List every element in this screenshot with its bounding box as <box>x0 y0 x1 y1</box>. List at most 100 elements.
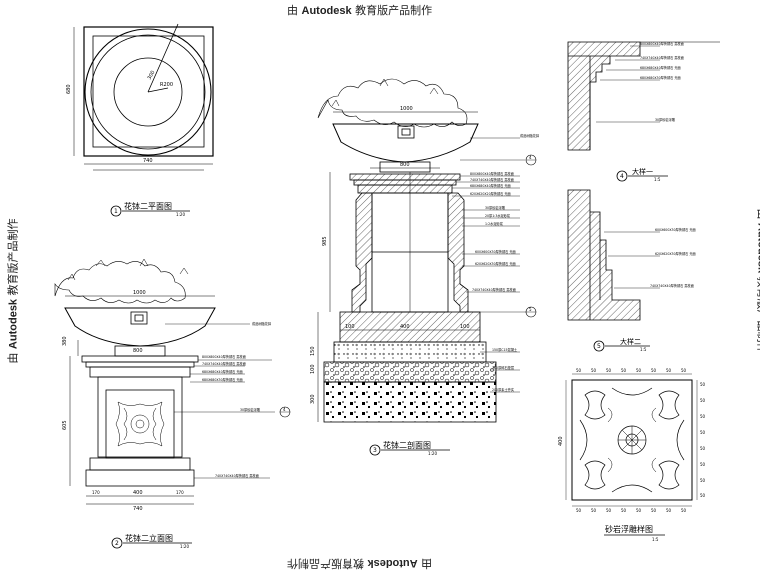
carving-title: 砂岩浮雕样图 1:5 <box>604 524 665 542</box>
plan-title: 1 花钵二平面图 1:20 <box>110 201 190 217</box>
svg-text:5: 5 <box>529 307 532 312</box>
svg-text:50: 50 <box>700 446 706 451</box>
detail2-leaders <box>604 231 660 289</box>
svg-text:50: 50 <box>606 368 612 373</box>
elevation-carving <box>115 401 165 447</box>
sec-note-1: 800X800X40厚黄锈石 荔枝面 <box>470 171 514 176</box>
section-view <box>317 78 497 423</box>
d2-note-1: 620X620X30厚黄锈石 光面 <box>655 251 696 256</box>
svg-text:砂岩浮雕样图: 砂岩浮雕样图 <box>605 524 653 534</box>
svg-text:1: 1 <box>114 208 118 215</box>
sec-note-13: 200厚素土夯实 <box>492 387 514 392</box>
svg-text:4: 4 <box>529 155 532 160</box>
plan-dim-radius: R200 <box>160 82 173 88</box>
svg-text:50: 50 <box>591 508 597 513</box>
detail2-view <box>567 189 641 321</box>
detail1-view <box>567 41 720 151</box>
svg-text:2: 2 <box>115 540 119 547</box>
sec-note-11: 150厚C15混凝土 <box>492 347 518 352</box>
svg-text:50: 50 <box>621 508 627 513</box>
elev-note-4: 680X680X30厚黄锈石 光面 <box>202 377 243 382</box>
sec-note-0: 成品树脂花钵 <box>520 133 540 138</box>
svg-text:3: 3 <box>373 447 377 454</box>
d1-note-1: 740X740X40厚黄锈石 荔枝面 <box>640 55 684 60</box>
svg-text:50: 50 <box>651 508 657 513</box>
svg-text:50: 50 <box>681 368 687 373</box>
svg-text:50: 50 <box>681 508 687 513</box>
svg-text:大样二: 大样二 <box>620 337 641 346</box>
elevation-title: 2 花钵二立面图 1:20 <box>111 533 192 549</box>
sec-note-7: 1:2水泥砂浆 <box>485 221 504 226</box>
svg-text:1:5: 1:5 <box>640 347 647 352</box>
svg-text:50: 50 <box>700 382 706 387</box>
svg-text:400: 400 <box>558 436 564 446</box>
sec-note-8: 600X600X30厚黄锈石 光面 <box>475 249 516 254</box>
elev-note-1: 800X800X40厚黄锈石 荔枝面 <box>202 354 246 359</box>
sec-dim-mid: 800 <box>400 162 410 168</box>
elev-dim-base: 740 <box>133 506 143 512</box>
sec-dim-top: 1000 <box>400 106 413 112</box>
plan-dim-height: 680 <box>66 84 72 94</box>
plan-dim-offset: 300 <box>147 70 157 81</box>
svg-text:4: 4 <box>620 173 624 180</box>
sec-note-12: 100厚碎石垫层 <box>492 365 514 370</box>
d2-note-2: 740X740X40厚黄锈石 荔枝面 <box>650 283 694 288</box>
svg-text:1:20: 1:20 <box>180 544 189 549</box>
elev-dim-bowl: 1000 <box>133 290 146 296</box>
sec-note-5: 30厚砂岩浮雕 <box>485 205 506 210</box>
elev-dim-side-l: 170 <box>92 490 100 495</box>
elev-note-2: 740X740X40厚黄锈石 荔枝面 <box>202 361 246 366</box>
svg-text:50: 50 <box>576 368 582 373</box>
elev-note-3: 680X680X40厚黄锈石 光面 <box>202 369 243 374</box>
svg-text:50: 50 <box>700 398 706 403</box>
plan-view <box>73 23 214 171</box>
elev-callout-4: 4 <box>279 406 291 418</box>
svg-text:50: 50 <box>666 508 672 513</box>
sec-callout-5: 5 <box>468 306 537 318</box>
carving-view <box>565 373 698 507</box>
sec-dim-b: 400 <box>400 324 410 330</box>
svg-text:50: 50 <box>636 368 642 373</box>
sec-dim-a: 100 <box>345 324 355 330</box>
svg-text:1:5: 1:5 <box>652 537 659 542</box>
svg-text:1:20: 1:20 <box>176 212 185 217</box>
sec-note-6: 20厚1:3水泥砂浆 <box>485 213 511 218</box>
sec-dim-c: 100 <box>460 324 470 330</box>
svg-text:4: 4 <box>283 407 286 412</box>
elev-note-6: 740X740X40厚黄锈石 荔枝面 <box>215 473 259 478</box>
sec-note-9: 620X620X30厚黄锈石 光面 <box>475 261 516 266</box>
svg-text:50: 50 <box>666 368 672 373</box>
sec-dim-h: 985 <box>322 236 328 246</box>
svg-text:50: 50 <box>576 508 582 513</box>
detail2-title: 5 大样二 1:5 <box>593 337 650 352</box>
watermark-top: 由 Autodesk 教育版产品制作 <box>287 4 433 17</box>
svg-text:50: 50 <box>700 430 706 435</box>
elev-dim-h1: 380 <box>62 336 68 346</box>
elevation-view <box>54 258 216 505</box>
svg-text:花钵二立面图: 花钵二立面图 <box>125 533 173 543</box>
elev-note-0: 成品树脂花钵 <box>252 321 272 326</box>
d1-note-0: 800X800X40厚黄锈石 荔枝面 <box>640 41 684 46</box>
sec-dim-d: 150 <box>310 346 316 356</box>
elevation-leaders <box>165 323 275 479</box>
svg-text:1:20: 1:20 <box>428 451 437 456</box>
svg-text:50: 50 <box>606 508 612 513</box>
svg-text:50: 50 <box>700 414 706 419</box>
d1-note-3: 680X680X30厚黄锈石 光面 <box>640 75 681 80</box>
svg-text:花钵二剖面图: 花钵二剖面图 <box>383 440 431 450</box>
elev-dim-side-r: 170 <box>176 490 184 495</box>
svg-text:50: 50 <box>700 493 706 498</box>
svg-text:大样一: 大样一 <box>632 167 653 176</box>
elev-dim-h2: 605 <box>62 420 68 430</box>
section-leaders <box>452 137 525 393</box>
d1-note-2: 680X680X40厚黄锈石 光面 <box>640 65 681 70</box>
svg-text:50: 50 <box>621 368 627 373</box>
elev-dim-neck: 800 <box>133 348 143 354</box>
elev-note-5: 30厚砂岩浮雕 <box>240 407 261 412</box>
d2-note-0: 600X600X30厚黄锈石 光面 <box>655 227 696 232</box>
svg-text:5: 5 <box>597 343 601 350</box>
sec-note-3: 680X680X40厚黄锈石 光面 <box>470 183 511 188</box>
svg-text:50: 50 <box>651 368 657 373</box>
svg-text:50: 50 <box>700 478 706 483</box>
